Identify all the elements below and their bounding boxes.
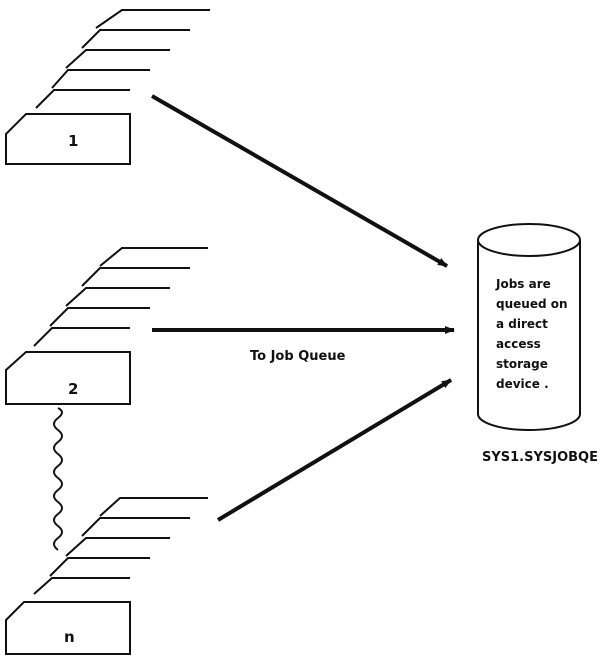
- job-deck-n: n: [5, 497, 208, 655]
- deck-1-stacked-cards: [35, 9, 210, 109]
- job-queue-storage-device: Jobs are queued on a direct access stora…: [477, 223, 581, 431]
- deck-2-label: 2: [68, 380, 78, 398]
- arrow-deck-1-to-queue: [151, 94, 448, 268]
- cylinder-top: [477, 223, 581, 257]
- deck-1-label: 1: [68, 132, 78, 150]
- continuation-wavy-line: [53, 407, 63, 551]
- cylinder-text-line-4: access: [496, 337, 541, 351]
- cylinder-text-line-6: device .: [496, 377, 549, 391]
- arrow-deck-n-to-queue: [216, 378, 453, 522]
- job-deck-2: 2: [5, 247, 208, 405]
- cylinder-text-line-2: queued on: [496, 297, 568, 311]
- cylinder-text-line-3: a direct: [496, 317, 548, 331]
- cylinder-text-line-5: storage: [496, 357, 548, 371]
- job-deck-1: 1: [5, 9, 210, 165]
- deck-n-front-card: [5, 601, 131, 655]
- deck-n-label: n: [64, 628, 75, 646]
- deck-n-stacked-cards: [33, 497, 208, 595]
- dataset-name-label: SYS1.SYSJOBQE: [482, 450, 598, 465]
- cylinder-body: [477, 240, 581, 431]
- arrow-label: To Job Queue: [250, 349, 346, 364]
- deck-2-front-card: [5, 351, 131, 405]
- deck-2-stacked-cards: [33, 247, 208, 347]
- deck-1-front-card: [5, 113, 131, 165]
- cylinder-text-line-1: Jobs are: [495, 277, 551, 291]
